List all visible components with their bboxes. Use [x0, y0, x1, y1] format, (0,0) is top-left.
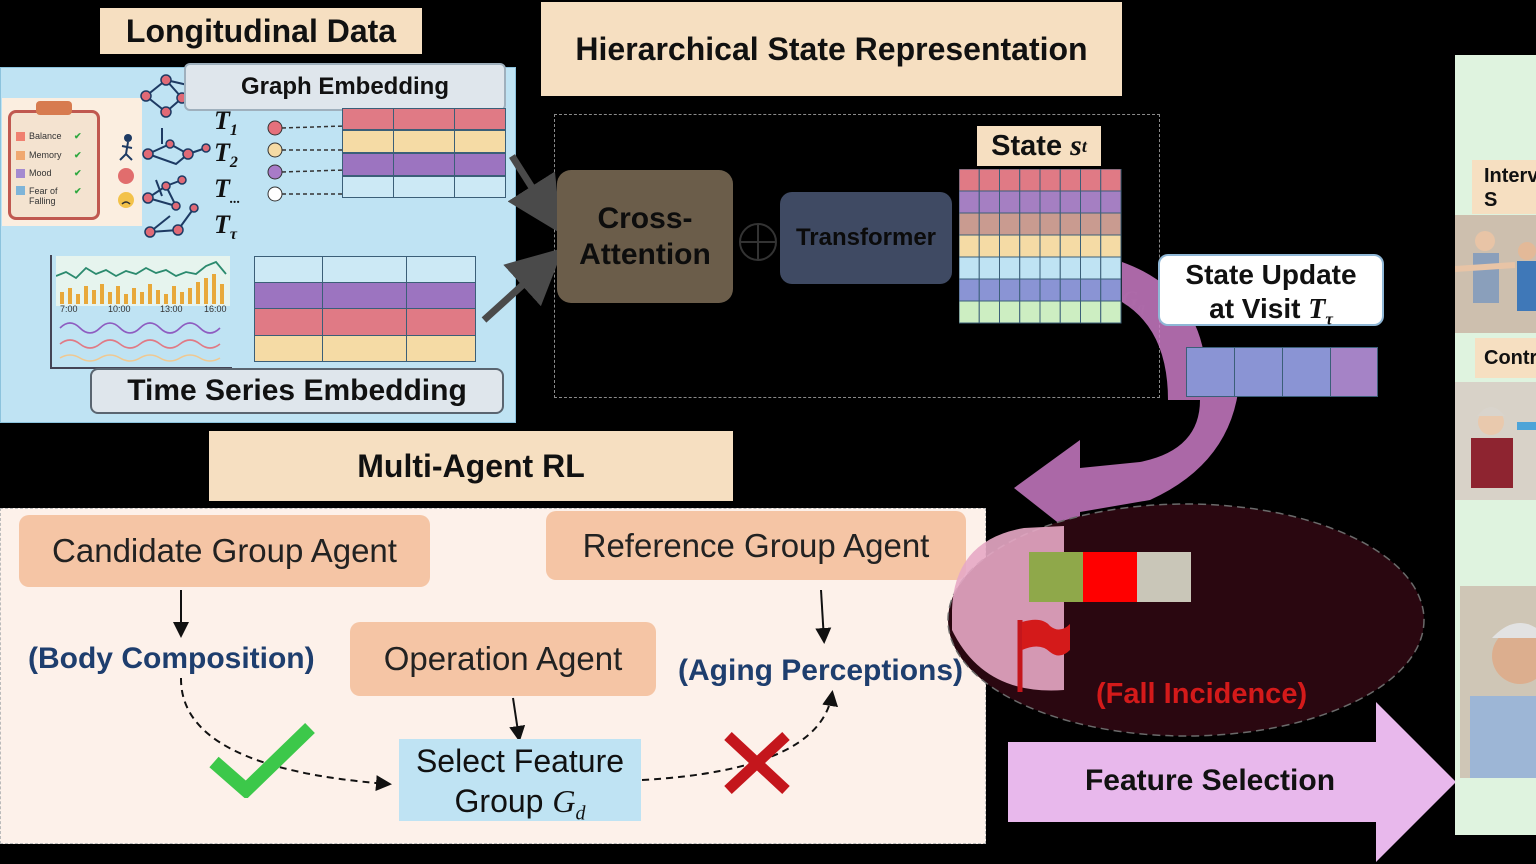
- state-cell: [959, 234, 980, 258]
- mood-icon: [16, 169, 25, 179]
- state-cell: [1100, 190, 1122, 214]
- checklist-item-balance: Balance ✔: [16, 131, 96, 145]
- state-cell: [978, 300, 1000, 324]
- time-series-chart: [56, 256, 230, 362]
- state-cell: [959, 278, 980, 302]
- state-cell: [999, 169, 1021, 192]
- state-cell: [1019, 212, 1041, 236]
- feature-selection-arrow: [1008, 702, 1456, 862]
- checklist-item-mood: Mood ✔: [16, 168, 96, 182]
- control-label: Contr: [1475, 338, 1536, 378]
- state-cell: [1100, 212, 1122, 236]
- sad-face-icon: [118, 192, 134, 208]
- people-exercising-image: [1455, 215, 1536, 333]
- select-feature-group-box: Select Feature Group Gd: [399, 739, 641, 824]
- state-cell: [1059, 190, 1081, 214]
- elderly-man-photo: [1460, 586, 1536, 778]
- state-cell: [1080, 190, 1102, 214]
- state-cell: [1059, 212, 1081, 236]
- flag-icon: [1017, 619, 1070, 692]
- check-icon: ✔: [74, 186, 82, 196]
- state-cell: [978, 169, 1000, 192]
- reference-group-agent: Reference Group Agent: [546, 511, 966, 580]
- state-grid: [959, 169, 1122, 324]
- state-cell: [959, 300, 980, 324]
- intervention-label: Interv S: [1472, 160, 1536, 214]
- smiling-man-image: [1460, 586, 1536, 778]
- graph-embedding-label: Graph Embedding: [184, 63, 506, 111]
- exercise-photo: [1455, 215, 1536, 333]
- state-cell: [978, 256, 1000, 280]
- walker-icon: [124, 134, 132, 142]
- state-cell: [1100, 300, 1122, 324]
- time-series-embedding-label: Time Series Embedding: [90, 368, 504, 414]
- cross-mark-icon: [724, 731, 790, 795]
- state-cell: [978, 234, 1000, 258]
- graph-node-connectors: [267, 120, 345, 202]
- cross-attention-block: Cross- Attention: [557, 170, 733, 303]
- time-label-tau: Tτ: [214, 210, 237, 244]
- aging-perceptions-label: (Aging Perceptions): [678, 654, 964, 687]
- clipboard-clip: [36, 101, 72, 115]
- checklist-item-fear: Fear of Falling ✔: [16, 186, 96, 212]
- body-composition-label: (Body Composition): [28, 642, 315, 675]
- hierarchical-title: Hierarchical State Representation: [541, 2, 1122, 96]
- memory-icon: [16, 151, 25, 161]
- check-icon: ✔: [74, 131, 82, 141]
- state-cell: [1080, 212, 1102, 236]
- axis-time-1: 10:00: [108, 304, 131, 314]
- check-mark-icon: [209, 722, 315, 798]
- fall-incidence-label: (Fall Incidence): [1096, 678, 1308, 710]
- graph-embedding-table: [342, 108, 506, 198]
- state-cell: [978, 212, 1000, 236]
- state-cell: [1100, 169, 1122, 192]
- state-update-box: State Update at Visit Tτ: [1158, 254, 1384, 329]
- feature-selection-label: Feature Selection: [1084, 764, 1336, 797]
- checklist-item-memory: Memory ✔: [16, 150, 96, 164]
- axis-time-3: 16:00: [204, 304, 227, 314]
- update-vector: [1186, 347, 1378, 397]
- state-cell: [1019, 190, 1041, 214]
- activity-pictograms: [118, 134, 134, 208]
- state-cell: [978, 278, 1000, 302]
- embedding-arrows: [481, 154, 564, 323]
- time-series-table: [254, 256, 476, 362]
- candidate-group-agent: Candidate Group Agent: [19, 515, 430, 587]
- time-label-2: T2: [214, 138, 238, 172]
- check-icon: ✔: [74, 150, 82, 160]
- state-cell: [978, 190, 1000, 214]
- marl-title: Multi-Agent RL: [209, 431, 733, 501]
- axis-time-0: 7:00: [60, 304, 78, 314]
- elderly-woman-image: [1455, 382, 1536, 500]
- control-photo: [1455, 382, 1536, 500]
- update-curve-arrow: [1014, 262, 1240, 540]
- state-cell: [1080, 169, 1102, 192]
- time-label-3: T...: [214, 174, 241, 208]
- state-cell: [1019, 169, 1041, 192]
- plus-icon: [739, 223, 777, 261]
- state-cell: [999, 190, 1021, 214]
- marl-connectors: [173, 589, 839, 792]
- axis-time-2: 13:00: [160, 304, 183, 314]
- state-cell: [959, 190, 980, 214]
- operation-agent: Operation Agent: [350, 622, 656, 696]
- check-icon: ✔: [74, 168, 82, 178]
- outcome-vector: [1029, 552, 1191, 602]
- clipboard-icon: [8, 110, 100, 220]
- fear-icon: [16, 186, 25, 195]
- state-cell: [1039, 212, 1061, 236]
- state-cell: [1039, 169, 1061, 192]
- state-cell: [959, 169, 980, 192]
- state-cell: [959, 212, 980, 236]
- state-cell: [1039, 190, 1061, 214]
- state-cell: [959, 256, 980, 280]
- state-cell: [1059, 169, 1081, 192]
- longitudinal-title: Longitudinal Data: [100, 8, 422, 54]
- brain-icon: [118, 168, 134, 184]
- transformer-block: Transformer: [780, 192, 952, 284]
- time-label-1: T1: [214, 106, 238, 140]
- balance-icon: [16, 132, 25, 142]
- state-cell: [999, 212, 1021, 236]
